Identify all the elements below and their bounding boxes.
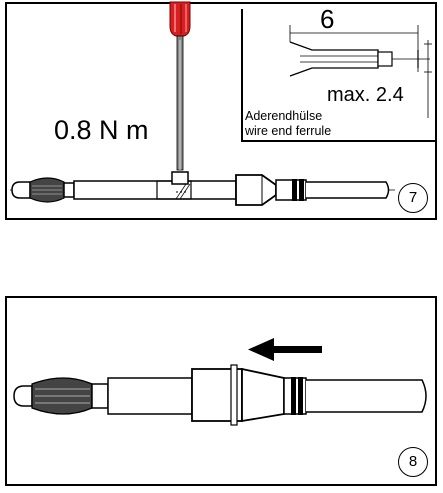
ferrule-label-de: Aderendhülse bbox=[245, 109, 323, 123]
banana-plug-icon bbox=[13, 377, 109, 415]
plug-shaft bbox=[73, 180, 237, 200]
step-number-7: 7 bbox=[398, 183, 428, 213]
ferrule-length-dimension: 6 bbox=[320, 4, 335, 34]
cable bbox=[306, 181, 390, 199]
banana-plug-icon bbox=[11, 177, 75, 203]
plug-shaft bbox=[107, 377, 193, 415]
torque-label: 0.8 N m bbox=[54, 115, 149, 145]
ferrule-inset bbox=[241, 9, 437, 142]
ferrule-max-dimension: max. 2.4 bbox=[327, 84, 404, 106]
step-number-8: 8 bbox=[398, 447, 428, 477]
screwdriver-icon bbox=[169, 1, 191, 171]
insulating-sleeve bbox=[235, 174, 277, 206]
set-screw bbox=[171, 171, 189, 185]
ferrule-detail bbox=[289, 25, 432, 118]
ferrule-label-en: wire end ferrule bbox=[245, 124, 332, 138]
cable bbox=[306, 379, 427, 413]
arrow-left-icon bbox=[248, 338, 322, 361]
